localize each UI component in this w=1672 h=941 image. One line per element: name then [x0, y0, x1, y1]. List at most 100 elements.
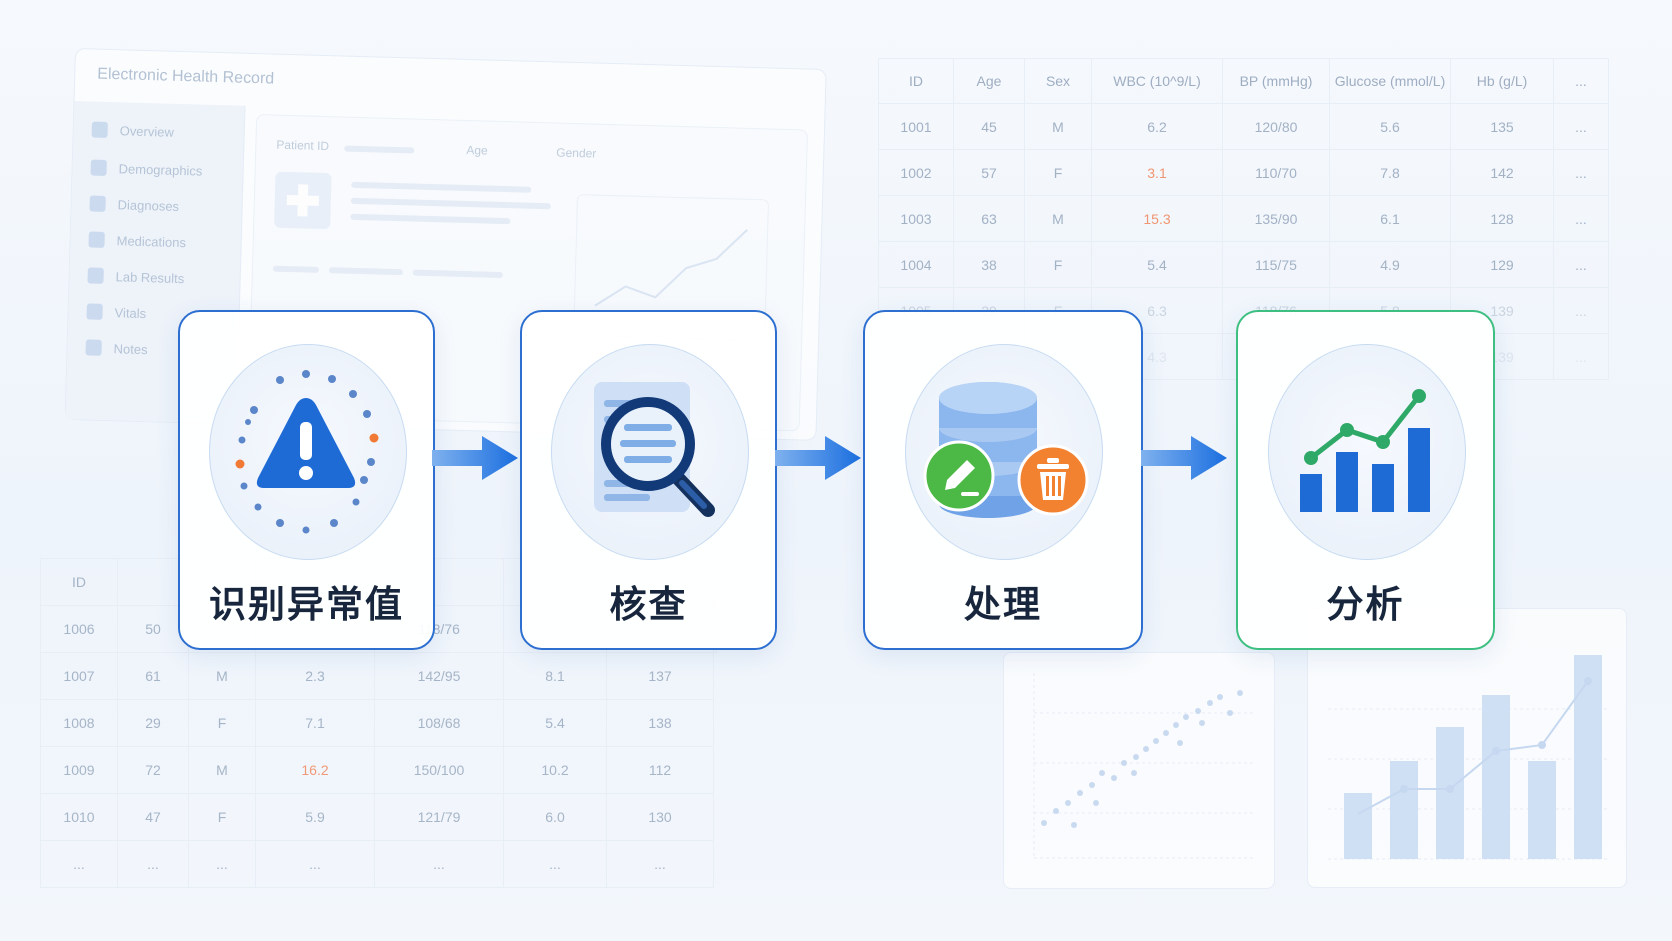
table-cell: ...	[1553, 287, 1609, 334]
table-cell: F	[188, 699, 256, 747]
table-cell: 5.4	[503, 699, 607, 747]
table-cell: M	[188, 652, 256, 700]
table-cell: 110/70	[1222, 149, 1330, 196]
table-cell: 7.8	[1329, 149, 1451, 196]
delete-icon	[1017, 444, 1089, 516]
table-cell: 1003	[878, 195, 954, 242]
table-cell: 5.9	[255, 793, 375, 841]
table-cell: 6.0	[503, 793, 607, 841]
step-label-process: 处理	[964, 583, 1042, 626]
table-cell: 57	[953, 149, 1025, 196]
table-cell: 5.4	[1091, 241, 1223, 288]
table-cell: 150/100	[374, 746, 504, 794]
sidebar-item-lab-results[interactable]: Lab Results	[87, 267, 184, 286]
table-cell: 16.2	[255, 746, 375, 794]
table-cell: ...	[1553, 241, 1609, 288]
table-header-cell: Sex	[1024, 58, 1092, 104]
table-header-cell: Glucose (mmol/L)	[1329, 58, 1451, 104]
table-cell: ...	[188, 840, 256, 888]
scatter-plot	[1033, 673, 1254, 859]
table-cell: 2.3	[255, 652, 375, 700]
table-cell: 129	[1450, 241, 1554, 288]
bar-line-chart-icon	[1300, 389, 1430, 512]
table-header-cell: ...	[1553, 58, 1609, 104]
age-label: Age	[466, 142, 488, 158]
sidebar-item-diagnoses[interactable]: Diagnoses	[89, 195, 179, 213]
table-cell: 1002	[878, 149, 954, 196]
arrow-right-icon	[432, 436, 518, 480]
table-cell: ...	[374, 840, 504, 888]
table-cell: 5.6	[1329, 103, 1451, 150]
table-header-cell: BP (mmHg)	[1222, 58, 1330, 104]
table-cell: 47	[117, 793, 189, 841]
table-cell: 142/95	[374, 652, 504, 700]
table-cell: 1007	[40, 652, 118, 700]
table-cell: 120/80	[1222, 103, 1330, 150]
medical-cross-icon	[274, 171, 332, 230]
table-cell: ...	[1553, 195, 1609, 242]
table-header-cell: ID	[40, 558, 118, 606]
magnifier-document-icon	[594, 382, 715, 517]
gender-label: Gender	[556, 145, 597, 161]
arrow-right-icon	[1141, 436, 1227, 480]
bar-line-chart-panel	[1307, 608, 1627, 888]
table-cell: 29	[117, 699, 189, 747]
table-cell: F	[1024, 241, 1092, 288]
table-cell: 61	[117, 652, 189, 700]
bar-line-chart	[1328, 655, 1608, 860]
ehr-main-panel: Patient ID Age Gender	[247, 114, 809, 432]
table-cell: 1008	[40, 699, 118, 747]
step-card-process[interactable]: 处理	[863, 310, 1143, 650]
table-cell: 8.1	[503, 652, 607, 700]
ehr-title: Electronic Health Record	[97, 65, 275, 88]
sidebar-item-demographics[interactable]: Demographics	[90, 159, 203, 178]
table-cell: 142	[1450, 149, 1554, 196]
step-card-identify-outliers[interactable]: 识别异常值	[178, 310, 435, 650]
sidebar-item-medications[interactable]: Medications	[88, 231, 186, 250]
table-cell: ...	[1553, 103, 1609, 150]
table-cell: 1010	[40, 793, 118, 841]
table-cell: 137	[606, 652, 714, 700]
table-cell: 1006	[40, 605, 118, 653]
step-label-verify: 核查	[609, 583, 688, 626]
table-cell: ...	[1553, 333, 1609, 380]
sidebar-item-overview[interactable]: Overview	[91, 121, 175, 140]
table-cell: 1009	[40, 746, 118, 794]
table-cell: 7.1	[255, 699, 375, 747]
table-cell: ...	[40, 840, 118, 888]
step-label-identify-outliers: 识别异常值	[209, 583, 404, 626]
step-label-analyze: 分析	[1326, 583, 1405, 626]
patient-id-label: Patient ID	[276, 137, 330, 154]
edit-icon	[923, 440, 995, 512]
table-row: .....................	[40, 840, 717, 888]
step-card-verify[interactable]: 核查	[520, 310, 777, 650]
table-header-cell: WBC (10^9/L)	[1091, 58, 1223, 104]
table-cell: 108/68	[374, 699, 504, 747]
table-cell: ...	[1553, 149, 1609, 196]
table-cell: 135/90	[1222, 195, 1330, 242]
table-header-cell: ID	[878, 58, 954, 104]
table-cell: M	[188, 746, 256, 794]
table-cell: 138	[606, 699, 714, 747]
table-cell: 4.9	[1329, 241, 1451, 288]
table-cell: 45	[953, 103, 1025, 150]
warning-icon	[235, 370, 379, 534]
medical-kit-icon	[89, 195, 106, 212]
table-cell: ...	[606, 840, 714, 888]
table-cell: 128	[1450, 195, 1554, 242]
table-cell: F	[188, 793, 256, 841]
grid-icon	[91, 121, 108, 138]
table-cell: ...	[255, 840, 375, 888]
sidebar-item-notes[interactable]: Notes	[85, 339, 148, 357]
flask-icon	[87, 267, 104, 284]
sidebar-item-vitals[interactable]: Vitals	[86, 303, 146, 321]
step-card-analyze[interactable]: 分析	[1236, 310, 1495, 650]
heart-icon	[86, 303, 103, 320]
